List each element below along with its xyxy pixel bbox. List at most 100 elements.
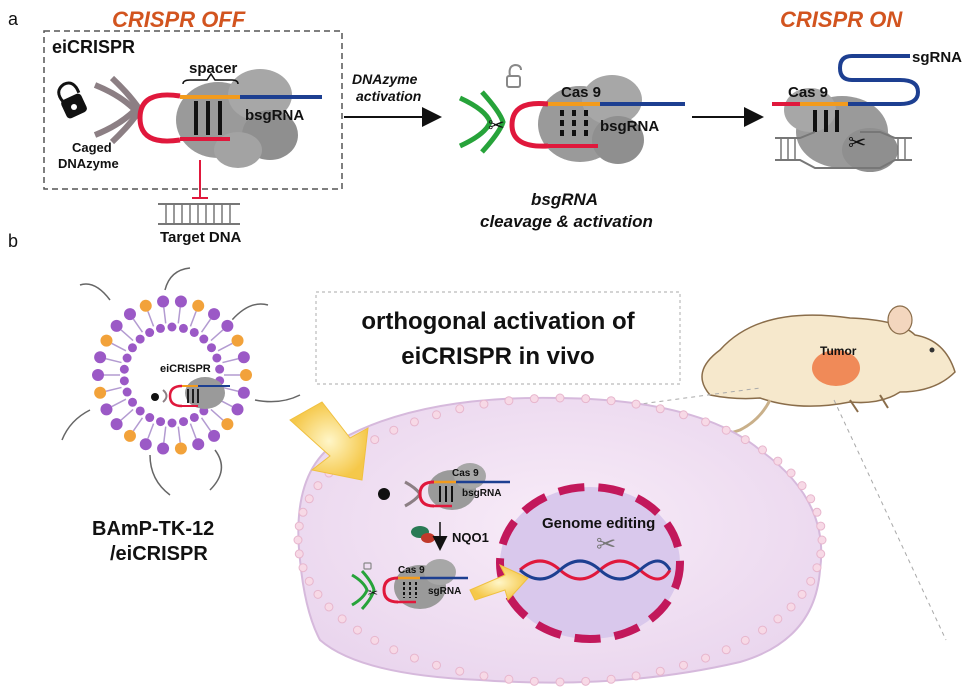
lipid-tail [147,423,155,439]
base-pairs-right [813,110,839,132]
membrane-dot [679,660,689,670]
membrane-dot [606,674,616,684]
lipid-head-inner [206,343,216,353]
membrane-dot [606,396,616,406]
membrane-dot [504,396,514,406]
base-pairs-middle [560,110,588,140]
caged-dnazyme [93,75,144,145]
membrane-dot [298,563,308,573]
bsgrna-label: bsgRNA [245,107,304,124]
membrane-dot [370,435,380,445]
lipid-head-outer [139,438,152,451]
lipid-head-inner [145,413,155,423]
membrane-dot [812,563,822,573]
lipid-head-outer [157,442,170,455]
lipid-tail [222,386,239,393]
lipid-tail [210,408,224,421]
lipid-tail [111,342,127,352]
lipid-head-inner [199,334,209,344]
membrane-dot [555,677,565,687]
lipid-head-inner [127,343,137,353]
lipid-tail [200,417,212,432]
lipid-tail [120,408,134,421]
lipid-head-inner [156,417,166,427]
title-box [315,291,681,385]
membrane-dot [431,660,441,670]
membrane-dot [324,602,334,612]
lipid-tail [177,426,181,443]
dna-strand-blue [518,559,672,581]
lipid-head-outer [237,386,250,399]
panel-b-letter: b [8,231,18,251]
membrane-dot [409,417,419,427]
membrane-dot [555,393,565,403]
lipid-head-inner [189,412,199,422]
panel-b-title-line1: orthogonal activation of [361,308,635,335]
lipid-head-inner [122,353,132,363]
membrane-dot [455,666,465,676]
lipid-head-outer [208,429,221,442]
panel-b-title-line2: eiCRISPR in vivo [401,343,594,370]
membrane-dot [701,417,711,427]
membrane-dot [529,394,539,404]
panel-a-letter: a [8,9,19,29]
base-pairs [194,101,222,135]
scissors-icon-nucleus: ✂ [596,531,616,558]
lipid-head-outer [94,351,107,364]
membrane-dot [352,625,362,635]
tumor-label: Tumor [820,344,857,358]
lipid-head-inner [119,376,129,386]
membrane-dot [806,576,816,586]
bsgrna-label-middle: bsgRNA [600,118,659,135]
lipid-head-outer [221,319,234,332]
lipid-head-outer [94,386,107,399]
membrane-dot [337,614,347,624]
lipid-head-inner [212,353,222,363]
tumor [812,350,860,386]
membrane-dot [294,549,304,559]
nanoparticle-label-line2: /eiCRISPR [110,543,208,565]
lipid-head-outer [110,418,123,431]
membrane-dot [655,404,665,414]
membrane-dot [370,635,380,645]
nucleus: ✂ [496,483,684,643]
lipid-head-outer [240,369,252,381]
lipid-ring [92,295,252,455]
membrane-dot [812,507,822,517]
lipid-tail [132,318,144,333]
membrane-dot [773,614,783,624]
lipid-head-inner [215,364,225,374]
lipid-tail [189,311,197,327]
crispr-off-title: CRISPR OFF [112,7,246,32]
membrane-dot [529,676,539,686]
membrane-dot [389,425,399,435]
lipid-head-inner [135,406,145,416]
membrane-dot [304,494,314,504]
membrane-dot [655,666,665,676]
lipid-head-inner [122,387,132,397]
active-dnazyme [458,90,506,154]
cleavage-label-line1: bsgRNA [531,190,598,209]
lipid-tail [163,426,167,443]
membrane-dot [431,410,441,420]
membrane-dot [816,521,826,531]
membrane-dot [797,481,807,491]
lipid-head-inner [189,327,199,337]
membrane-dot [817,535,827,545]
membrane-dot [631,399,641,409]
cleavage-label-line2: cleavage & activation [480,212,653,231]
membrane-dot [294,521,304,531]
membrane-dot [701,653,711,663]
membrane-dot [797,589,807,599]
cas9-label-cell-top: Cas 9 [452,468,479,479]
lipid-head-inner [167,322,177,332]
lipid-tail [200,318,212,333]
red-loop [137,92,181,144]
active-construct-cell [351,559,468,611]
lipid-head-outer [110,319,123,332]
eicrispr-box-title: eiCRISPR [52,37,135,57]
nanoparticle-cargo-label: eiCRISPR [160,363,211,375]
lipid-head-outer [231,403,244,416]
